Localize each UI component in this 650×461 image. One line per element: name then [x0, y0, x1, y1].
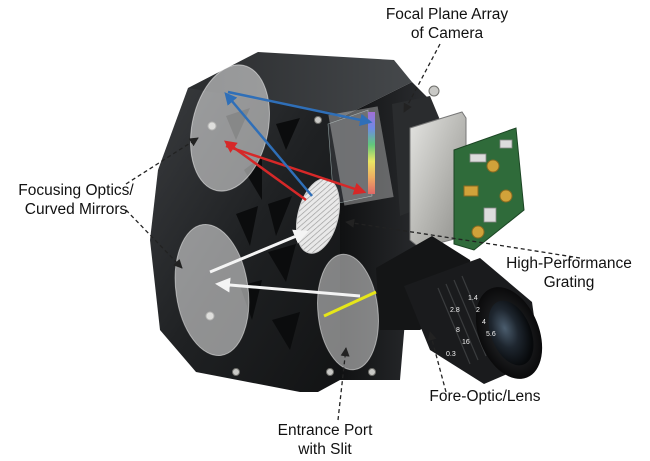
spectrometer-housing — [150, 52, 439, 392]
focal-plane-label-line2: of Camera — [367, 24, 527, 43]
focusing-optics-label-line1: Focusing Optics/ — [0, 181, 152, 200]
fore-optic-label-line1: Fore-Optic/Lens — [410, 387, 560, 406]
focal-plane-label-line1: Focal Plane Array — [367, 5, 527, 24]
entrance-port-label-line1: Entrance Port — [270, 421, 380, 440]
entrance-port-label-line2: with Slit — [270, 440, 380, 459]
grating-label-line1: High-Performance — [488, 254, 650, 273]
fore-optic-label: Fore-Optic/Lens — [410, 387, 560, 406]
focal-plane-array-label: Focal Plane Array of Camera — [367, 5, 527, 43]
focusing-optics-label-line2: Curved Mirrors — [0, 200, 152, 219]
lens-marking: 1.4 — [468, 295, 478, 302]
grating-label: High-Performance Grating — [488, 254, 650, 292]
lens-marking: 5.6 — [486, 331, 496, 338]
lens-marking: 0.3 — [446, 351, 456, 358]
grating-label-line2: Grating — [488, 273, 650, 292]
lens-marking: 16 — [462, 339, 470, 346]
entrance-port-label: Entrance Port with Slit — [270, 421, 380, 459]
lens-marking: 2 — [476, 307, 480, 314]
lens-marking: 4 — [482, 319, 486, 326]
focusing-optics-label: Focusing Optics/ Curved Mirrors — [0, 181, 152, 219]
lens-marking: 2.8 — [450, 307, 460, 314]
lens-marking: 8 — [456, 327, 460, 334]
